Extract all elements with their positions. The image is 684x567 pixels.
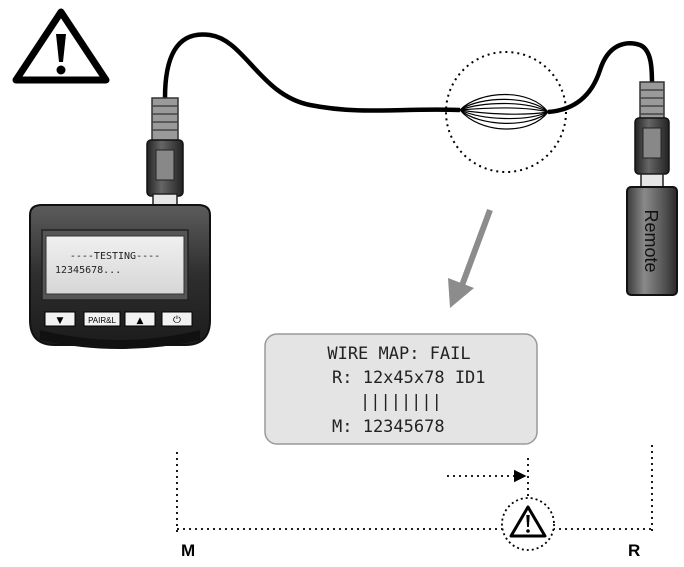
power-button[interactable]: ⏻ xyxy=(161,311,193,327)
warning-triangle-icon xyxy=(509,505,547,538)
fault-warning-marker xyxy=(501,497,555,551)
up-button[interactable]: ▲ xyxy=(124,311,156,327)
pair-length-label: PAIR&L xyxy=(88,316,116,325)
network-cable xyxy=(162,32,655,130)
pointer-arrow xyxy=(448,208,493,308)
wiremap-display: WIRE MAP: FAIL R: 12x45x78 ID1 |||||||| … xyxy=(264,333,538,445)
remote-label: Remote xyxy=(641,209,661,272)
remote-plug xyxy=(634,81,670,189)
power-icon: ⏻ xyxy=(173,315,181,326)
display-line2: R: 12x45x78 ID1 xyxy=(332,368,486,388)
down-arrow-icon: ▼ xyxy=(57,316,64,326)
tester-plug xyxy=(146,97,184,209)
display-line4: M: 12345678 xyxy=(332,417,445,437)
fault-highlight-circle xyxy=(445,51,567,173)
distance-scale: M R xyxy=(176,445,653,560)
pair-length-button[interactable]: PAIR&L xyxy=(83,311,121,327)
down-button[interactable]: ▼ xyxy=(44,311,76,327)
tester-screen-line1: ----TESTING---- xyxy=(70,251,160,262)
cable-tester: ----TESTING---- 12345678... ▼ PAIR&L ▲ ⏻ xyxy=(29,204,211,349)
warning-triangle-icon xyxy=(12,8,110,84)
cable-fault-strands xyxy=(459,94,549,130)
up-arrow-icon: ▲ xyxy=(137,316,144,326)
remote-unit: Remote xyxy=(626,186,678,296)
tester-screen-line2: 12345678... xyxy=(55,265,121,276)
scale-label-m: M xyxy=(181,541,195,560)
display-line1: WIRE MAP: FAIL xyxy=(327,344,470,364)
display-line3: |||||||| xyxy=(360,392,442,412)
scale-label-r: R xyxy=(628,541,640,560)
tester-screen xyxy=(45,235,185,295)
